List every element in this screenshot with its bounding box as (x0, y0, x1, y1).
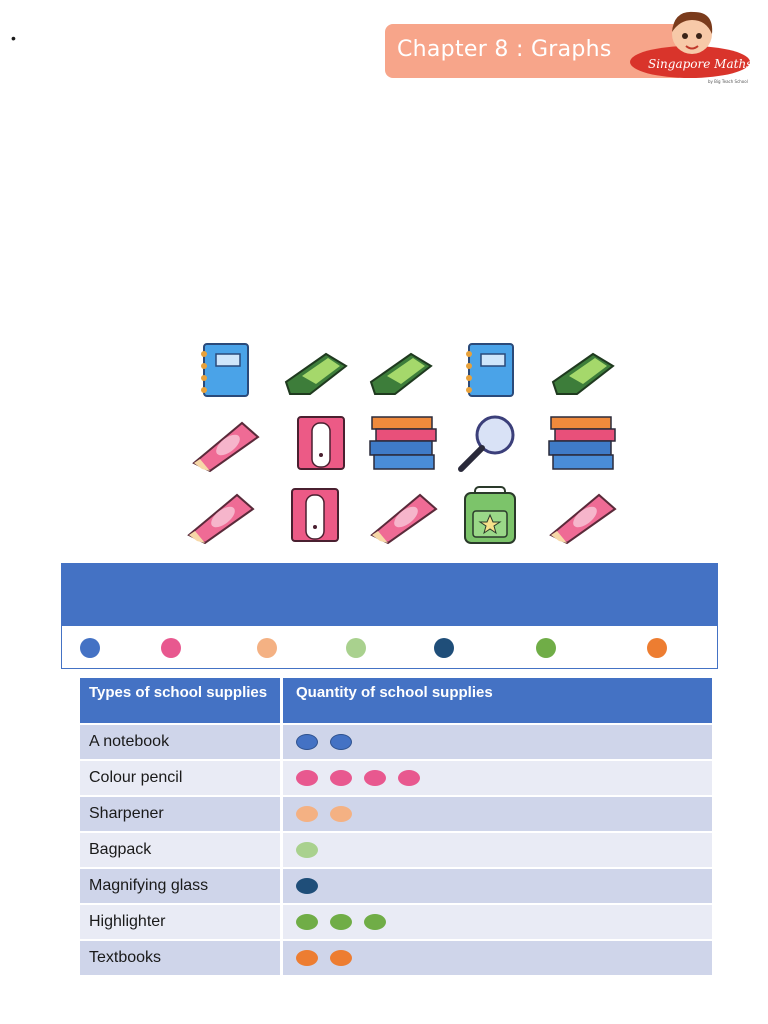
supply-type: Highlighter (80, 903, 283, 939)
legend-dot-2 (257, 638, 277, 658)
supply-type: Sharpener (80, 795, 283, 831)
color-key (61, 563, 718, 669)
highlighter-icon (551, 352, 615, 395)
quantity-mark (296, 841, 318, 858)
table-row: Bagpack (80, 831, 712, 867)
legend-dot-5 (536, 638, 556, 658)
quantity-mark (296, 769, 318, 786)
highlighter-icon (369, 352, 433, 395)
colour-pencil-icon (549, 493, 617, 545)
legend-dot-6 (647, 638, 667, 658)
bullet-marker: • (11, 30, 16, 46)
textbooks-icon (369, 416, 437, 470)
quantity-mark (364, 913, 386, 930)
table-row: Magnifying glass (80, 867, 712, 903)
supply-type: A notebook (80, 723, 283, 759)
supply-type: Bagpack (80, 831, 283, 867)
colour-pencil-icon (370, 493, 438, 545)
supply-quantity (283, 723, 712, 759)
supply-type: Textbooks (80, 939, 283, 975)
textbooks-icon (548, 416, 616, 470)
logo-tagline: by Big Teach School (708, 79, 748, 84)
supply-quantity (283, 867, 712, 903)
table-row: A notebook (80, 723, 712, 759)
quantity-mark (330, 805, 352, 822)
supply-type: Magnifying glass (80, 867, 283, 903)
bagpack-icon (464, 486, 516, 544)
quantity-mark (296, 913, 318, 930)
school-supplies-pictures (180, 335, 630, 550)
supply-type: Colour pencil (80, 759, 283, 795)
sharpener-icon (297, 416, 345, 470)
header-types: Types of school supplies (80, 678, 283, 723)
chapter-title: Chapter 8 : Graphs (397, 37, 612, 62)
supply-quantity (283, 831, 712, 867)
legend-dot-3 (346, 638, 366, 658)
colour-pencil-icon (192, 421, 260, 473)
colour-pencil-icon (187, 493, 255, 545)
quantity-mark (330, 769, 352, 786)
quantity-mark (398, 769, 420, 786)
color-key-header-band (62, 564, 717, 626)
notebook-icon (201, 343, 249, 397)
magnifying-glass-icon (458, 415, 515, 472)
singapore-maths-logo: Singapore Maths by Big Teach School (630, 11, 752, 84)
quantity-mark (296, 877, 318, 894)
legend-dot-0 (80, 638, 100, 658)
table-row: Colour pencil (80, 759, 712, 795)
highlighter-icon (284, 352, 348, 395)
table-row: Highlighter (80, 903, 712, 939)
school-supplies-table: Types of school supplies Quantity of sch… (80, 678, 712, 975)
quantity-mark (330, 733, 352, 750)
legend-dot-1 (161, 638, 181, 658)
table-row: Textbooks (80, 939, 712, 975)
notebook-icon (466, 343, 514, 397)
quantity-mark (330, 949, 352, 966)
table-row: Sharpener (80, 795, 712, 831)
sharpener-icon (291, 488, 339, 542)
supply-quantity (283, 795, 712, 831)
legend-dot-4 (434, 638, 454, 658)
chapter-header: Chapter 8 : Graphs (385, 24, 685, 78)
header-quantity: Quantity of school supplies (283, 678, 712, 723)
quantity-mark (296, 805, 318, 822)
supply-quantity (283, 903, 712, 939)
supply-quantity (283, 939, 712, 975)
logo-wordmark: Singapore Maths (648, 57, 752, 71)
supply-quantity (283, 759, 712, 795)
quantity-mark (296, 949, 318, 966)
quantity-mark (296, 733, 318, 750)
quantity-mark (330, 913, 352, 930)
quantity-mark (364, 769, 386, 786)
